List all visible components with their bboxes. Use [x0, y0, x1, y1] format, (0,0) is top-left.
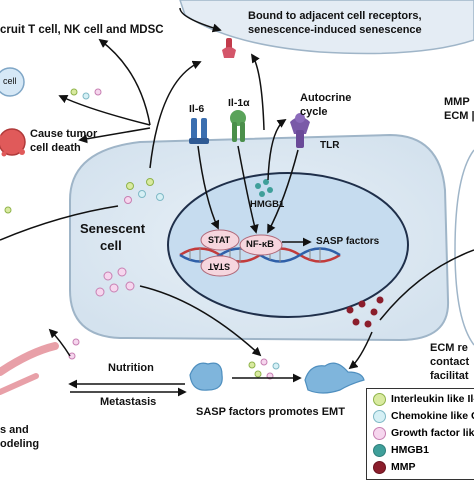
autocrine-label-1: Autocrine: [300, 92, 352, 104]
il6-label: Il-6: [189, 103, 205, 115]
hmgb1-label: HMGB1: [250, 199, 285, 210]
receptor-il6-icon: [189, 118, 209, 144]
arrow-tlr-nfkb: [267, 149, 299, 234]
stat-bubble-bottom: [200, 255, 240, 277]
growth-factor-dot-icon: [373, 426, 386, 440]
hmgb1-particles: [255, 179, 273, 197]
tumor-death-label-2: cell death: [30, 142, 81, 154]
ecm-label-1: ECM re: [430, 342, 468, 354]
sasp-factors-label: SASP factors: [316, 236, 380, 247]
mmp-top-label-1: MMP: [444, 96, 470, 108]
sasp-particles: [95, 178, 164, 297]
tumor-death-label-1: Cause tumor: [30, 128, 98, 140]
blood-vessel-icon: [0, 342, 59, 395]
ecm-label-3: facilitat: [430, 370, 469, 382]
bound-label: Bound to adjacent cell receptors,: [248, 10, 422, 22]
mmp-particles: [346, 296, 384, 328]
ecm-label-2: contact: [430, 356, 470, 368]
hmgb1-dot-icon: [373, 443, 386, 457]
nutrition-label: Nutrition: [108, 362, 154, 374]
arrow-mmp-to-right: [379, 249, 474, 321]
legend: Interleukin like Il- Chemokine like C Gr…: [366, 388, 474, 480]
bound-receptor-icon: [222, 38, 236, 58]
arrow-il1a-nfkb: [237, 145, 259, 234]
interleukin-dot-icon: [373, 392, 386, 406]
left-bottom-label-2: odeling: [0, 438, 40, 450]
arrow-left-up: [48, 328, 71, 357]
t-cell-icon: [0, 67, 25, 97]
emt-label: SASP factors promotes EMT: [196, 406, 345, 418]
legend-row-mmp: MMP: [373, 459, 416, 475]
arrow-to-bound: [179, 7, 222, 33]
stat-bubble-top: [200, 229, 240, 251]
nucleus: [167, 172, 409, 318]
left-bottom-label-1: s and: [0, 424, 29, 436]
arrow-to-tcell: [58, 94, 151, 126]
arrow-to-emt: [139, 285, 262, 357]
legend-row-chemokine: Chemokine like C: [373, 408, 474, 424]
tumor-cell-icon: [0, 128, 26, 157]
arrow-to-tumor: [78, 127, 151, 144]
stat-top-label: STAT: [208, 235, 231, 245]
recruit-label: cruit T cell, NK cell and MDSC: [0, 24, 164, 36]
mmp-top-label-2: ECM |: [444, 110, 474, 122]
il1a-label: Il-1α: [228, 97, 250, 109]
nfkb-label: NF-κB: [246, 239, 274, 250]
senescence-induced-label: senescence-induced senescence: [248, 24, 422, 36]
outside-particles: [4, 88, 280, 380]
arrow-autocrine: [267, 118, 287, 181]
senescent-label-2: cell: [100, 238, 122, 253]
autocrine-label-2: cycle: [300, 106, 328, 118]
senescent-label-1: Senescent: [80, 221, 146, 236]
arrow-to-left-edge: [0, 205, 119, 241]
right-cell-edge: [454, 149, 474, 346]
t-cell-label: cell: [3, 76, 17, 86]
legend-row-interleukin: Interleukin like Il-: [373, 391, 474, 407]
legend-row-growth-factor: Growth factor like: [373, 425, 474, 441]
tlr-receptor-icon: [290, 113, 310, 148]
metastasis-label: Metastasis: [100, 396, 157, 408]
stat-bottom-label: STAT: [208, 261, 231, 272]
legend-row-hmgb1: HMGB1: [373, 442, 429, 458]
arrow-up-il1a: [251, 53, 265, 131]
arrow-il6-nfkb: [197, 145, 220, 230]
mesenchymal-cell-icon: [189, 362, 365, 394]
arrow-to-recruit: [98, 38, 151, 126]
nfkb-bubble: [239, 234, 283, 256]
arrow-to-emt-right: [348, 331, 373, 370]
arrow-up-il6: [149, 60, 202, 169]
tlr-label: TLR: [320, 140, 340, 151]
receptor-il1a-icon: [230, 110, 246, 142]
mmp-dot-icon: [373, 460, 386, 474]
chemokine-dot-icon: [373, 409, 386, 423]
